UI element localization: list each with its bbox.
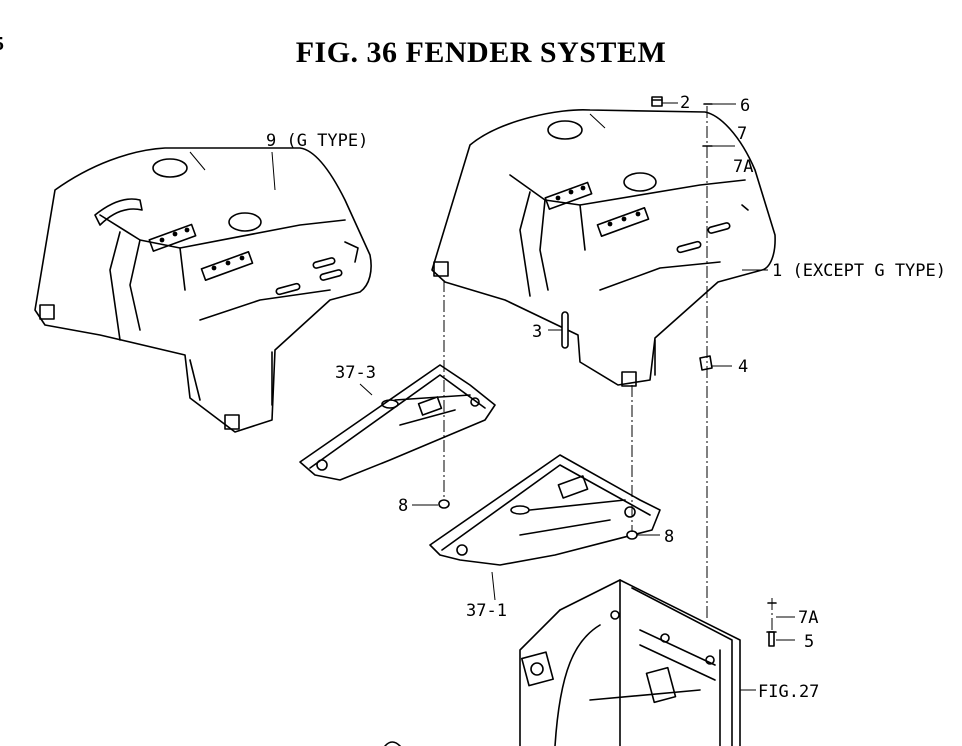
part-3-pin — [561, 311, 569, 349]
callout-3: 3 — [532, 322, 542, 342]
callout-5: 5 — [804, 632, 814, 652]
callout-7a-top: 7A — [733, 157, 753, 177]
part-2-nut — [651, 96, 663, 107]
assembly-lines — [443, 106, 773, 630]
callout-4: 4 — [738, 357, 748, 377]
part-8-right-nut — [626, 530, 638, 540]
plate-37-3 — [299, 364, 496, 481]
callout-labels: 9 (G TYPE) 2 6 7 7A 1 (EXCEPT G TYPE) 3 … — [266, 93, 946, 702]
callout-6: 6 — [740, 96, 750, 116]
callout-7a-bottom: 7A — [798, 608, 818, 628]
callout-8-left: 8 — [398, 496, 408, 516]
frame-structure — [384, 579, 741, 746]
fender-g-type — [34, 147, 372, 433]
figure-title: FIG. 36 FENDER SYSTEM — [295, 36, 667, 69]
callout-8-right: 8 — [664, 527, 674, 547]
page-mark: 5 — [0, 33, 4, 56]
callout-37-1: 37-1 — [466, 601, 507, 621]
part-8-left-nut — [438, 499, 450, 509]
callout-2: 2 — [680, 93, 690, 113]
callout-9: 9 (G TYPE) — [266, 131, 368, 151]
leader-lines — [359, 102, 795, 691]
callout-fig27: FIG.27 — [758, 682, 819, 702]
callout-1: 1 (EXCEPT G TYPE) — [772, 261, 946, 281]
callout-7: 7 — [737, 124, 747, 144]
callout-37-3: 37-3 — [335, 363, 376, 383]
part-4-grommet — [699, 355, 713, 371]
plate-37-1 — [429, 454, 661, 566]
fender-except-g-type — [431, 108, 776, 387]
part-5-bolt — [766, 631, 777, 647]
